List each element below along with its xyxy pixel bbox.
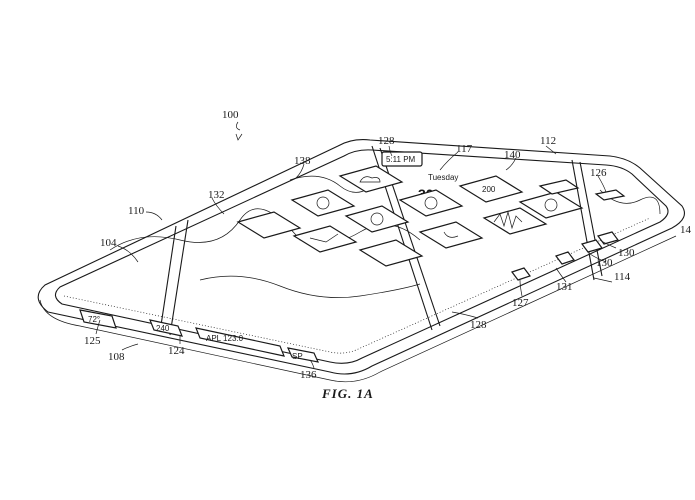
ref-130-b: 130 [596,257,613,269]
clock-icon [316,196,330,210]
app-icon-weather[interactable] [458,175,524,203]
device-outline [37,139,685,375]
phone-icon [443,231,459,238]
waveform-icon [493,210,523,230]
bottom-display-strip [63,217,651,354]
stock-value: 240 [156,324,170,333]
sp-box [286,347,320,363]
app-icon-photo[interactable] [236,211,302,239]
ref-112: 112 [540,135,556,147]
side-button-1[interactable] [511,267,531,281]
app-icons: 200 [236,165,626,267]
wallpaper-texture-1 [109,208,421,251]
date-label: Tuesday [428,173,458,182]
stock-label: APL 123.0 [206,334,244,343]
band-right-line-2 [579,161,603,277]
status-time: 5:11 PM [386,155,416,164]
app-icon-mail[interactable] [292,225,358,253]
ref-14: 14 [680,224,692,236]
ref-138: 138 [294,155,311,167]
ref-128-top: 128 [378,135,395,147]
ref-136: 136 [300,369,317,381]
ref-124: 124 [168,345,185,357]
globe-icon [544,198,558,212]
ref-132: 132 [208,189,225,201]
ref-100: 100 [222,109,239,121]
band-left-line-1 [169,219,189,336]
ref-110: 110 [128,205,145,217]
appstore-icon [370,212,384,226]
wallpaper-texture-2 [199,275,421,298]
app-icon-messages[interactable] [358,239,424,267]
app-icon-top-right-2[interactable] [594,189,626,201]
ref-117: 117 [456,143,473,155]
app-icon-top-right-1[interactable] [538,179,580,195]
app-icon-cloud[interactable] [338,165,404,193]
weather-small-box: 200 [482,185,496,194]
ref-104: 104 [100,237,117,249]
side-button-3[interactable] [580,239,604,253]
ref-114: 114 [614,271,631,283]
ref-128-bottom: 128 [470,319,487,331]
ref-131: 131 [556,281,573,293]
ref-125: 125 [84,335,101,347]
app-icon-phone[interactable] [418,221,484,249]
app-icon-music[interactable] [398,189,464,217]
stock-box [149,319,183,337]
leader-lines [95,121,617,369]
device-inner-edge [54,149,669,364]
ref-108: 108 [108,351,125,363]
app-icon-globe[interactable] [518,191,584,219]
temp-left: 72° [88,315,100,324]
ref-140: 140 [504,149,521,161]
band-right-line-1 [571,159,595,281]
ref-126: 126 [590,167,607,179]
temp-box [79,309,117,329]
figure-caption: FIG. 1A [321,386,374,401]
sp-label: SP [292,352,303,361]
app-icon-clock[interactable] [290,189,356,217]
stock-label-box [195,327,285,357]
cloud-icon [359,176,381,183]
ref-130-a: 130 [618,247,635,259]
music-icon [424,196,438,210]
band-left-line-2 [159,225,177,333]
device-bottom-edge [39,235,677,383]
ref-127: 127 [512,297,529,309]
mail-icon [309,233,339,243]
app-icon-appstore[interactable] [344,205,410,233]
side-button-2[interactable] [555,251,575,265]
